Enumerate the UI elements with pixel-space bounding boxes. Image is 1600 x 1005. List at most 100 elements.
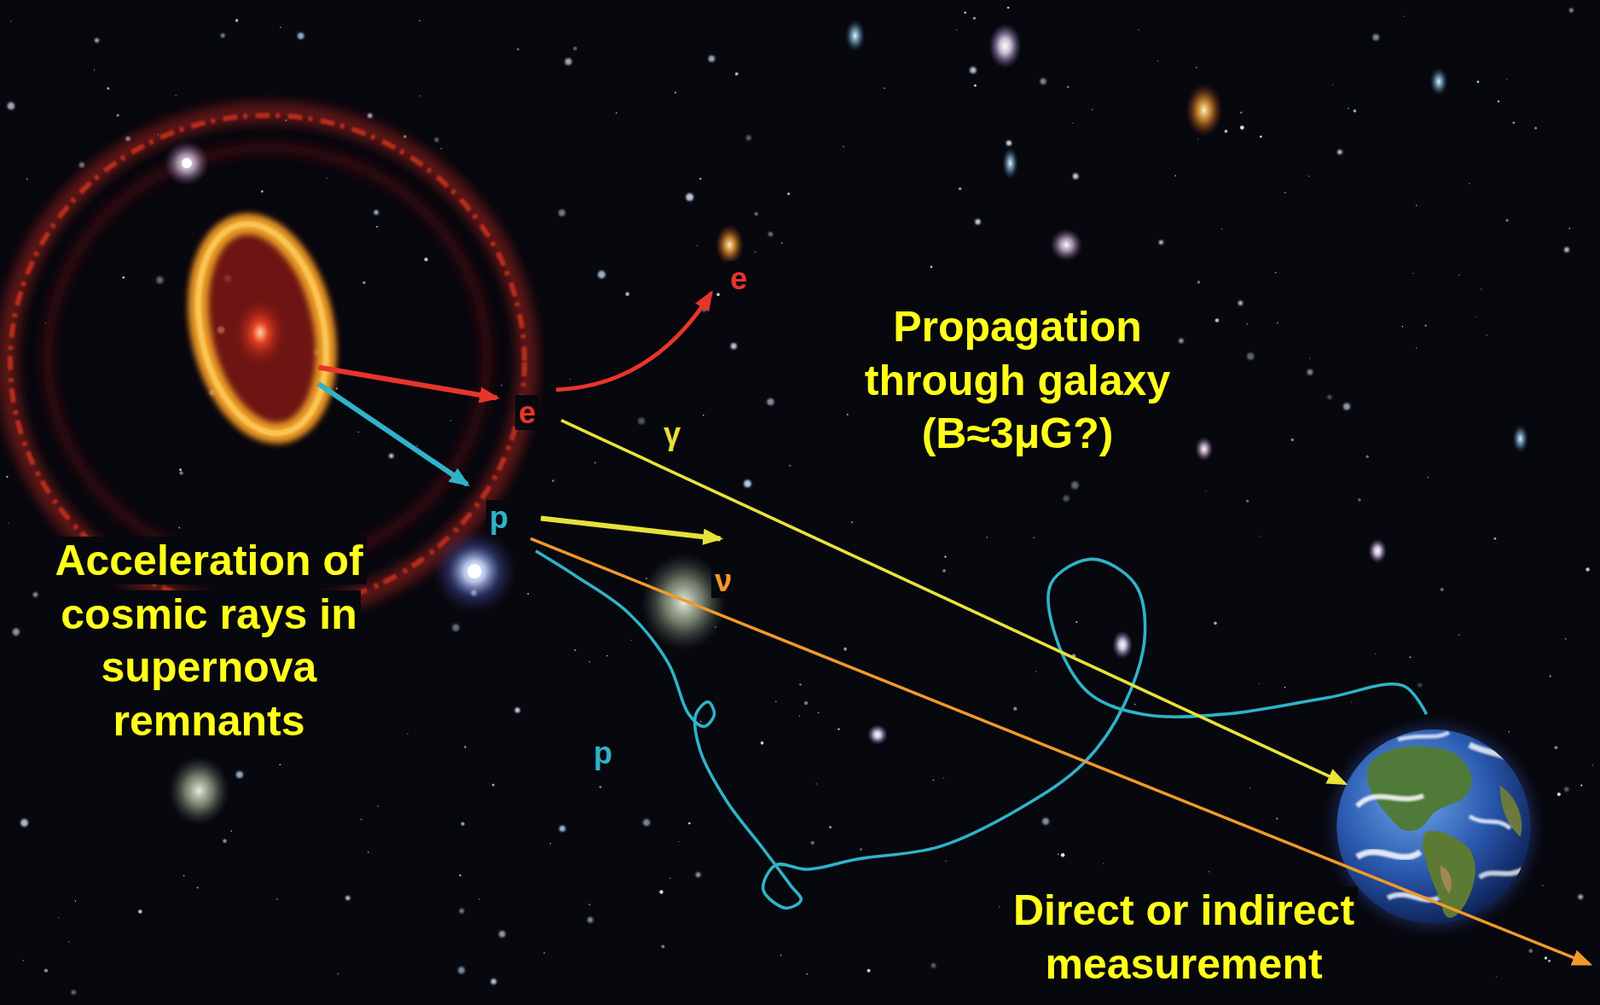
star xyxy=(944,555,946,557)
annotation-text-slot: Propagation through galaxy (B≈3μG?) xyxy=(829,300,1206,461)
star xyxy=(1347,107,1350,110)
star xyxy=(1505,219,1508,222)
star xyxy=(958,187,962,191)
particle-symbol: γ xyxy=(660,416,685,452)
bright-star-core xyxy=(181,157,192,169)
galaxy xyxy=(1112,630,1133,659)
star xyxy=(179,468,182,471)
star xyxy=(969,67,976,74)
star xyxy=(376,805,379,807)
star xyxy=(615,111,618,114)
star xyxy=(1468,183,1471,186)
earth-globe xyxy=(1336,729,1531,923)
proton-track xyxy=(535,550,1427,909)
star xyxy=(79,162,85,168)
particle-symbol: ν xyxy=(711,562,736,598)
star xyxy=(44,968,48,973)
star xyxy=(516,47,520,51)
earth xyxy=(1331,724,1536,928)
star xyxy=(1224,129,1229,134)
star xyxy=(500,384,503,387)
star xyxy=(1221,228,1223,230)
star xyxy=(1440,587,1444,592)
star xyxy=(1258,683,1260,685)
star xyxy=(463,746,466,748)
cloud xyxy=(1479,869,1523,878)
star xyxy=(799,715,800,717)
star xyxy=(669,877,671,879)
star xyxy=(1035,671,1037,673)
cloud xyxy=(1356,852,1421,858)
star xyxy=(598,785,602,789)
star xyxy=(498,930,506,938)
galaxy xyxy=(845,19,866,53)
star xyxy=(573,46,578,52)
star xyxy=(1240,125,1245,130)
star xyxy=(1350,701,1352,702)
star xyxy=(1425,324,1427,327)
inner-haze xyxy=(47,147,487,566)
star xyxy=(1357,498,1362,502)
star xyxy=(817,712,820,714)
outer-ring xyxy=(10,115,525,609)
star xyxy=(998,905,1000,907)
star xyxy=(956,28,958,31)
star xyxy=(279,26,281,28)
remnant-core xyxy=(233,297,287,367)
star xyxy=(1072,173,1079,180)
star xyxy=(179,470,183,475)
star xyxy=(588,903,591,905)
star xyxy=(1259,535,1261,537)
star xyxy=(1402,15,1405,18)
particle-symbol: e xyxy=(726,260,751,296)
particle-symbol: p xyxy=(590,735,616,771)
star xyxy=(942,568,946,573)
star xyxy=(781,242,783,244)
star xyxy=(550,842,551,844)
star xyxy=(416,445,418,447)
particle-symbol-slot: p xyxy=(590,733,625,772)
star xyxy=(768,231,773,237)
star xyxy=(423,257,428,261)
star xyxy=(1564,247,1570,253)
galaxy xyxy=(988,23,1021,70)
star xyxy=(457,966,465,974)
star xyxy=(846,413,849,416)
star xyxy=(805,973,808,975)
star xyxy=(156,276,163,284)
particle-symbol-slot: e xyxy=(726,259,761,298)
star xyxy=(685,192,694,201)
star xyxy=(931,962,936,968)
star xyxy=(1040,78,1047,85)
star xyxy=(867,968,871,973)
star xyxy=(564,57,572,65)
star xyxy=(452,624,459,632)
star xyxy=(766,398,774,406)
bright-star xyxy=(164,140,210,186)
star xyxy=(1477,81,1480,84)
star xyxy=(1568,227,1571,230)
star xyxy=(1417,683,1422,688)
star xyxy=(1249,787,1251,789)
star xyxy=(696,244,699,247)
star xyxy=(1246,323,1249,325)
star xyxy=(1309,357,1311,359)
star xyxy=(1284,686,1287,689)
star xyxy=(1134,703,1137,706)
star xyxy=(594,461,597,464)
star xyxy=(1197,280,1201,285)
galaxy xyxy=(168,755,230,825)
star xyxy=(1157,60,1159,62)
star xyxy=(33,591,38,597)
star xyxy=(573,649,576,651)
star xyxy=(1238,301,1243,306)
star xyxy=(746,134,752,140)
star xyxy=(297,32,305,40)
particle-tracks xyxy=(318,292,1590,964)
star xyxy=(1553,745,1558,749)
star xyxy=(1427,476,1429,478)
annotation-text: Acceleration of cosmic rays in supernova… xyxy=(51,536,366,745)
star xyxy=(700,720,702,723)
star xyxy=(659,889,663,893)
star xyxy=(491,978,497,984)
